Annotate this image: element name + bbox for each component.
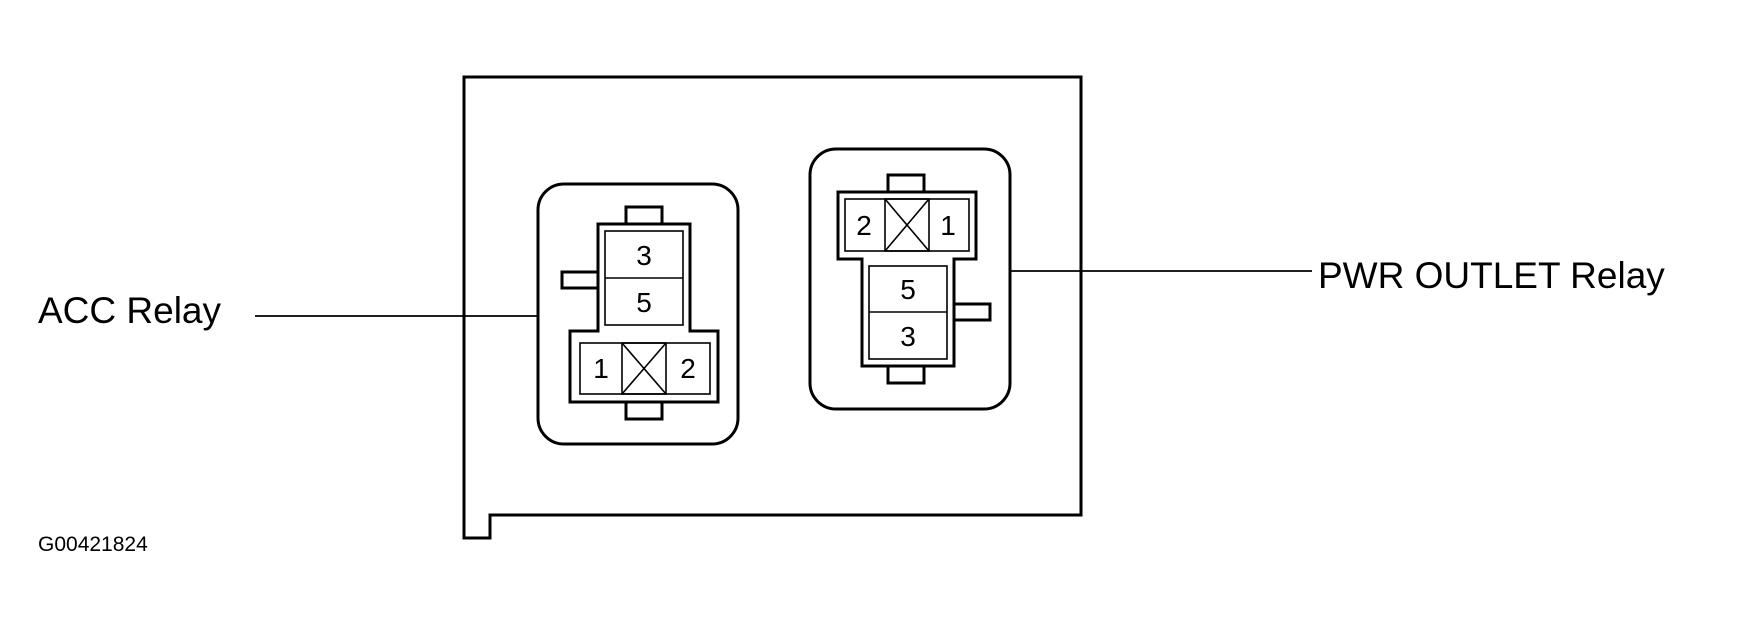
acc-relay-bottom-tab	[624, 400, 664, 421]
acc-relay-connector-body	[568, 222, 720, 404]
acc-relay-terminal-5: 5	[636, 287, 652, 318]
pwr-outlet-relay-terminal-5: 5	[900, 274, 916, 305]
pwr-outlet-relay-blank-cavity-x2	[884, 198, 930, 252]
pwr-outlet-relay-connector-body	[836, 190, 978, 368]
pwr-outlet-relay-side-tab	[952, 302, 992, 322]
pwr-outlet-relay-label: PWR OUTLET Relay	[1318, 255, 1665, 296]
pwr-outlet-relay-top-tab	[886, 173, 926, 194]
acc-relay-label: ACC Relay	[38, 290, 221, 331]
pwr-outlet-relay-bottom-tab	[886, 364, 926, 385]
acc-relay: 3 5 1 2	[536, 182, 740, 446]
acc-relay-terminal-3: 3	[636, 240, 652, 271]
figure-code: G00421824	[38, 533, 148, 556]
acc-relay-housing	[536, 182, 740, 446]
relay-block-outline	[462, 75, 1083, 540]
acc-relay-terminal-2: 2	[680, 353, 696, 384]
acc-relay-terminal-1: 1	[593, 353, 609, 384]
acc-relay-blank-cavity	[621, 342, 667, 395]
pwr-outlet-relay-housing	[808, 147, 1012, 411]
acc-relay-blank-cavity-x2	[621, 342, 667, 395]
acc-relay-side-tab	[560, 270, 600, 290]
pwr-outlet-relay-terminal-2: 2	[856, 210, 872, 241]
pwr-outlet-relay-blank-cavity	[884, 198, 930, 252]
acc-relay-top-tab	[624, 205, 664, 226]
pwr-outlet-relay-terminal-3: 3	[900, 321, 916, 352]
pwr-outlet-relay: 2 1 5 3	[808, 147, 1012, 411]
pwr-outlet-relay-terminal-1: 1	[940, 210, 956, 241]
